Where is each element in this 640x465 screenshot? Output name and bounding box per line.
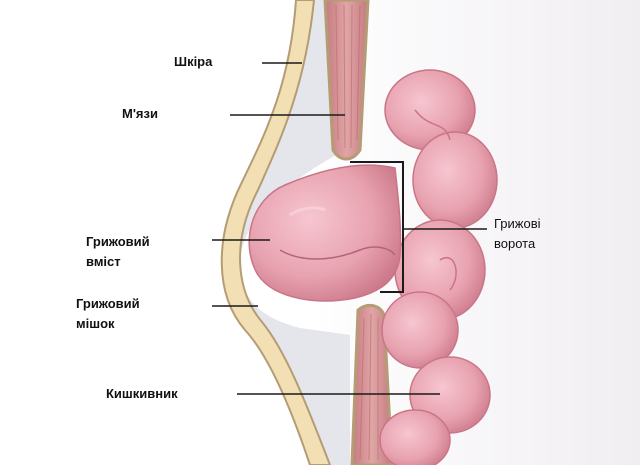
fat-tissue: [228, 0, 350, 465]
label-skin: Шкіра: [174, 54, 213, 69]
leader-lines: [212, 62, 487, 395]
label-hernia-sac: Грижовий мішок: [76, 296, 140, 331]
label-intestine: Кишкивник: [106, 386, 178, 401]
intestine-loops: [379, 69, 498, 465]
label-hernia-gate: Грижові ворота: [494, 216, 541, 251]
hernia-gate-bracket: [350, 161, 404, 293]
label-muscles: М'язи: [122, 106, 158, 121]
muscle-upper: [323, 0, 370, 161]
herniated-loop: [248, 164, 402, 302]
label-hernia-content: Грижовий вміст: [86, 234, 150, 269]
